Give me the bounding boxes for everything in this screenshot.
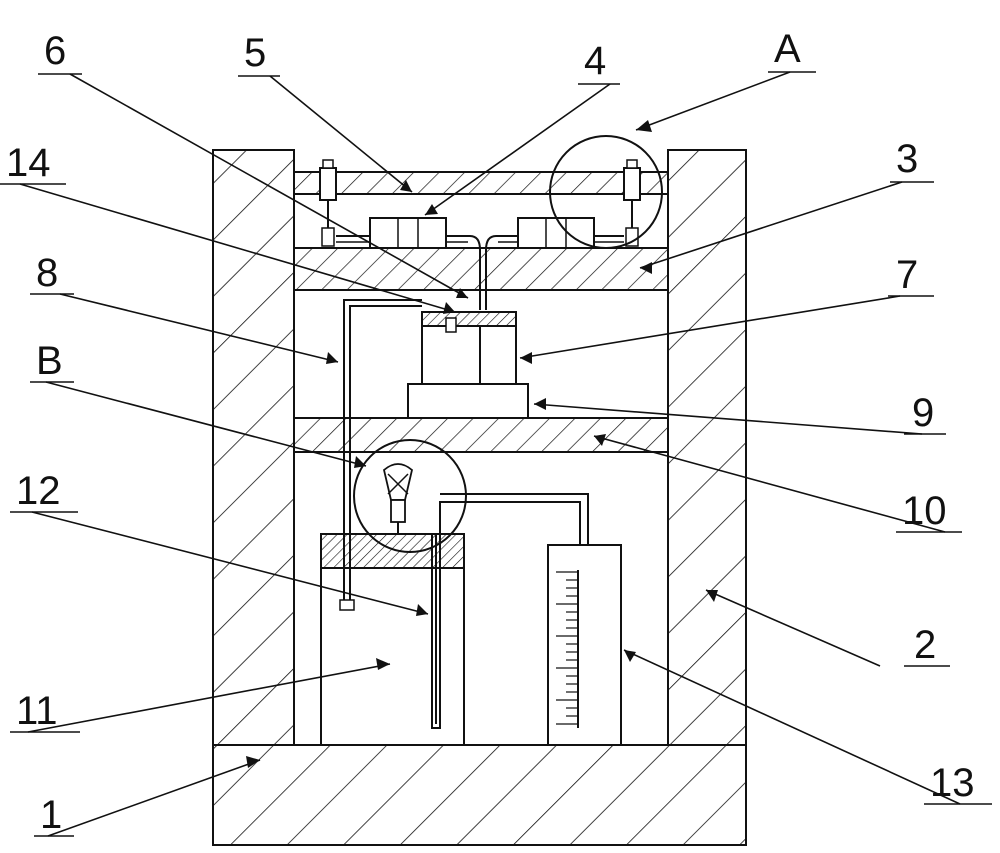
label-9: 9 — [912, 391, 934, 435]
label-1: 1 — [40, 793, 62, 837]
label-14: 14 — [6, 141, 51, 185]
scale-ticks — [556, 571, 578, 725]
left-wall — [212, 149, 295, 746]
label-underlines — [0, 71, 992, 837]
pipe-12 — [431, 493, 589, 729]
label-8: 8 — [36, 251, 58, 295]
pump-left — [369, 217, 447, 249]
label-3: 3 — [896, 137, 918, 181]
right-post — [623, 159, 641, 247]
label-11: 11 — [16, 689, 58, 733]
valve-assembly — [382, 463, 414, 534]
top-bar — [293, 171, 669, 195]
leader-lines — [19, 71, 961, 837]
label-12: 12 — [16, 469, 61, 513]
arrowheads — [246, 120, 718, 768]
label-6: 6 — [44, 29, 66, 73]
tank-lid — [421, 311, 517, 327]
label-13: 13 — [930, 761, 975, 805]
measuring-cylinder — [547, 544, 622, 746]
label-7: 7 — [896, 253, 918, 297]
label-10: 10 — [902, 489, 947, 533]
base-plate — [212, 744, 747, 846]
label-5: 5 — [244, 31, 266, 75]
pipe-8 — [343, 299, 422, 610]
label-b: B — [36, 339, 63, 383]
pipe-6 — [336, 235, 624, 310]
label-a: A — [774, 27, 801, 71]
detail-circle-a — [549, 135, 663, 249]
cabinet-top — [320, 533, 465, 569]
detail-circle-b — [353, 439, 467, 553]
label-4: 4 — [584, 39, 606, 83]
label-2: 2 — [914, 623, 936, 667]
lower-cabinet — [320, 567, 465, 746]
left-post — [319, 159, 337, 247]
right-wall — [667, 149, 747, 746]
tank-base — [407, 383, 529, 419]
